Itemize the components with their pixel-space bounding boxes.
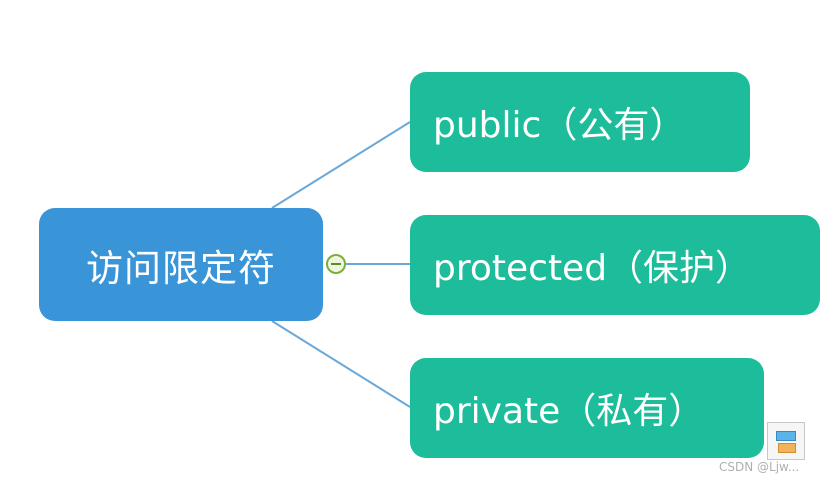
layout-tool-icon[interactable] [767, 422, 805, 460]
connector-root-to-public [271, 121, 411, 209]
root-node-label: 访问限定符 [86, 246, 276, 290]
layout-tool-bar-bottom [778, 443, 796, 453]
child-node-private[interactable]: private（私有） [410, 358, 764, 458]
watermark-text: CSDN @Ljw... [719, 460, 800, 474]
connector-root-to-private [271, 320, 411, 408]
child-node-label: private（私有） [433, 391, 705, 432]
child-node-public[interactable]: public（公有） [410, 72, 750, 172]
child-node-label: protected（保护） [433, 248, 752, 289]
root-node[interactable]: 访问限定符 [39, 208, 323, 321]
child-node-label: public（公有） [433, 105, 686, 146]
child-node-protected[interactable]: protected（保护） [410, 215, 820, 315]
layout-tool-bar-top [776, 431, 796, 441]
minus-circle-icon[interactable] [326, 254, 346, 274]
